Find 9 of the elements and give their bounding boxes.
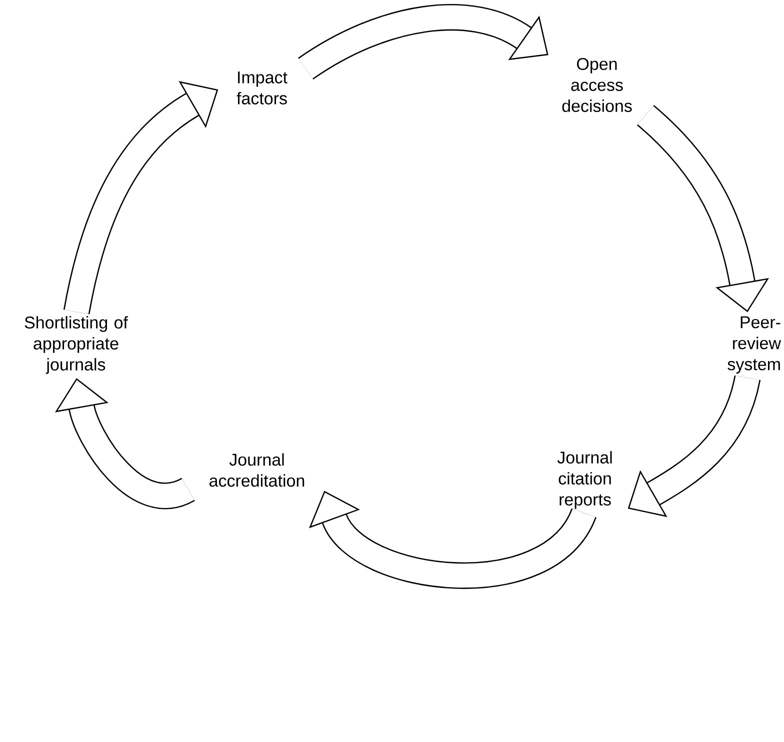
node-label: Journal accreditation <box>210 453 304 487</box>
node-label: Impact factors <box>236 72 288 104</box>
node-label: Journal citation reports <box>557 451 612 509</box>
block-arrow <box>55 378 194 510</box>
node-label: Open access decisions <box>562 58 632 112</box>
block-arrow <box>298 4 548 80</box>
node-label: Shortlisting of appropriate journals <box>24 316 128 374</box>
block-arrow <box>63 81 218 314</box>
node-label: Peer-review system <box>728 316 782 374</box>
